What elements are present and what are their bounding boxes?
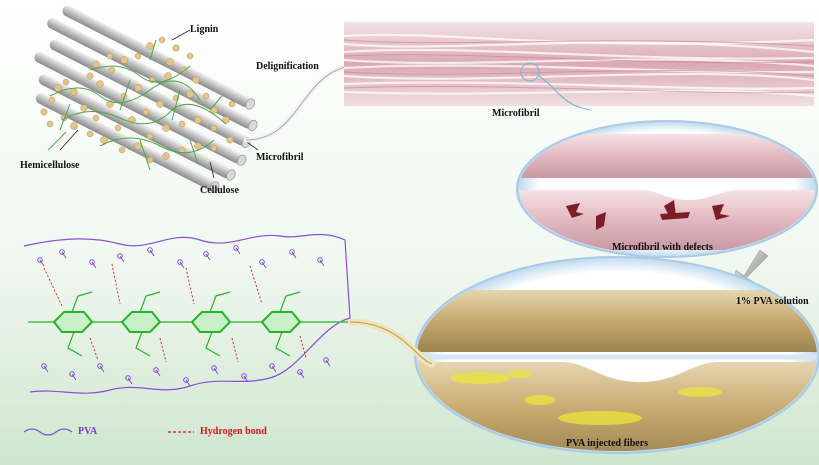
label-cellulose: Cellulose: [200, 185, 239, 196]
hydroxyl-group: [59, 249, 65, 255]
legend-pva-label: PVA: [78, 426, 98, 437]
hydroxyl-bond: [149, 249, 155, 257]
hydroxyl-group: [153, 367, 159, 373]
hydroxyl-bond: [71, 373, 77, 381]
hydroxyl-group: [125, 375, 131, 381]
lignin-particles: [40, 36, 236, 164]
hydrogen-bond: [231, 337, 239, 363]
cellulose-ring: [260, 311, 302, 333]
hydroxyl-bond: [119, 255, 125, 263]
hydroxyl-bond: [179, 261, 185, 269]
cellulose-side-group: [71, 291, 93, 313]
hydroxyl-group: [259, 259, 265, 265]
hydroxyl-bond: [43, 365, 49, 373]
defect-marks: [566, 200, 730, 230]
hemicellulose-leader-line: [59, 129, 79, 151]
hydroxyl-bond: [39, 259, 45, 267]
hydroxyl-group: [289, 249, 295, 255]
hydroxyl-group: [117, 253, 123, 259]
label-lignin: Lignin: [190, 24, 219, 35]
hydroxyl-group: [183, 377, 189, 383]
wood-cell-wall-illustration: [34, 5, 353, 193]
hydroxyl-bond: [261, 261, 267, 269]
hydroxyl-bond: [291, 251, 297, 259]
cellulose-leader-line: [209, 161, 215, 179]
hydroxyl-group: [147, 247, 153, 253]
hydroxyl-bond: [91, 261, 97, 269]
label-pva-injected-fibers: PVA injected fibers: [566, 438, 649, 449]
label-microfibril-top: Microfibril: [492, 108, 540, 119]
microfibril-bundle: [343, 22, 815, 111]
hydroxyl-group: [297, 369, 303, 375]
microfibril-extraction-outline: [245, 65, 351, 141]
label-delignification: Delignification: [256, 61, 319, 72]
hydroxyl-group: [233, 245, 239, 251]
hydroxyl-bond: [213, 367, 219, 375]
hydrogen-bond: [159, 337, 167, 363]
hydroxyl-group: [317, 257, 323, 263]
hydroxyl-group: [323, 357, 329, 363]
cellulose-side-group: [205, 331, 221, 357]
hydroxyl-bond: [271, 365, 277, 373]
label-pva-solution: 1% PVA solution: [736, 296, 809, 307]
cellulose-ring: [52, 311, 94, 333]
hydroxyl-group: [269, 363, 275, 369]
hydroxyl-group: [241, 373, 247, 379]
cellulose-ring: [120, 311, 162, 333]
hydroxyl-group: [37, 257, 43, 263]
pva-injected-fibers-zoom: [346, 256, 819, 454]
hydroxyl-bond: [205, 253, 211, 261]
hydrogen-bond: [249, 265, 263, 305]
hydroxyl-bond: [61, 251, 67, 259]
legend-hydrogen-bond-label: Hydrogen bond: [200, 426, 267, 437]
cellulose-side-group: [135, 331, 151, 357]
hydroxyl-group: [69, 371, 75, 377]
hydroxyl-bond: [325, 359, 331, 367]
cellulose-side-group: [67, 331, 83, 357]
hydroxyl-group: [41, 363, 47, 369]
cellulose-side-group: [279, 291, 301, 313]
label-hemicellulose: Hemicellulose: [20, 160, 80, 171]
hydroxyl-bond: [127, 377, 133, 385]
hemicellulose-strands: [47, 39, 227, 171]
cellulose-ring: [190, 311, 232, 333]
hydrogen-bond: [111, 263, 121, 305]
hydroxyl-bond: [299, 371, 305, 379]
label-microfibril-defects: Microfibril with defects: [612, 242, 713, 253]
hydroxyl-bond: [185, 379, 191, 387]
hydroxyl-group: [203, 251, 209, 257]
pva-cellulose-hydrogen-bond-structure: [23, 233, 351, 394]
hydroxyl-group: [97, 363, 103, 369]
cellulose-side-group: [275, 331, 291, 357]
legend-pva-line: [23, 428, 73, 436]
hydroxyl-bond: [243, 375, 249, 383]
cellulose-side-group: [209, 291, 231, 313]
cellulose-rods: [34, 5, 258, 193]
hydroxyl-bond: [319, 259, 325, 267]
hydroxyl-group: [89, 259, 95, 265]
hydroxyl-bond: [99, 365, 105, 373]
lignin-leader-line: [171, 29, 191, 41]
pva-chain-outline: [23, 233, 351, 394]
hydrogen-bond: [43, 267, 63, 307]
microfibril-defects-zoom: [516, 120, 818, 258]
hydroxyl-group: [177, 259, 183, 265]
pva-filled-regions: [450, 370, 722, 425]
cellulose-side-group: [139, 291, 161, 313]
hydroxyl-group: [211, 365, 217, 371]
label-microfibril-wood: Microfibril: [256, 152, 304, 163]
hydroxyl-bond: [155, 369, 161, 377]
hydroxyl-bond: [235, 247, 241, 255]
